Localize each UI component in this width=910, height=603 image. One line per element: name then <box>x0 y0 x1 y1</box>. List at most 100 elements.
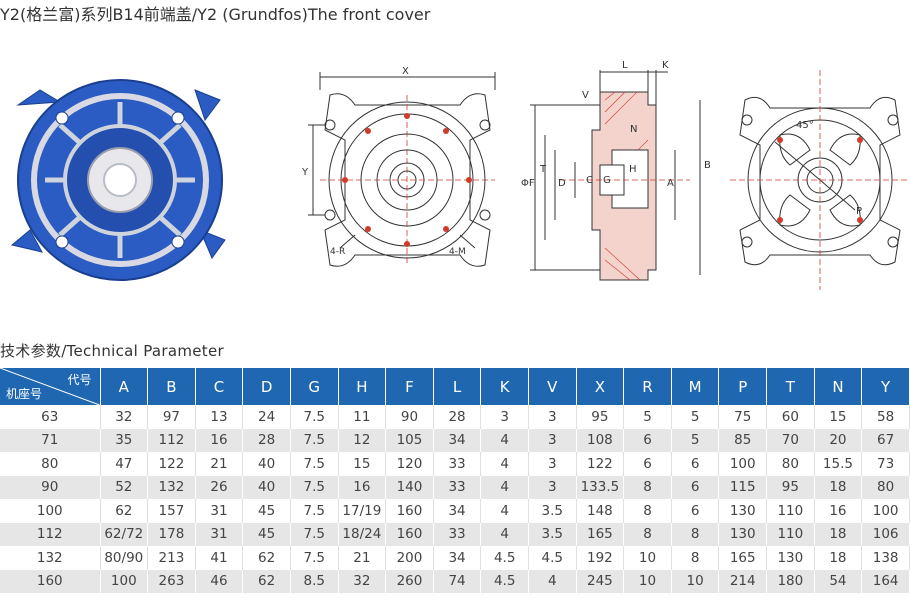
table-cell: 46 <box>195 569 244 593</box>
table-cell: 3 <box>528 475 577 499</box>
column-header: F <box>385 368 434 405</box>
table-cell: 133.5 <box>576 475 625 499</box>
table-cell: 26 <box>195 475 244 499</box>
table-cell: 8 <box>671 522 720 546</box>
table-cell: 4 <box>480 475 529 499</box>
table-cell: 60 <box>766 405 815 429</box>
back-view-centerlines <box>730 70 910 290</box>
table-cell: 157 <box>147 499 196 523</box>
table-cell: 34 <box>433 499 482 523</box>
table-cell: 10 <box>623 569 672 593</box>
back-label-p: P <box>856 206 862 217</box>
table-cell: 31 <box>195 499 244 523</box>
table-cell: 4 <box>480 499 529 523</box>
table-cell: 62 <box>242 569 291 593</box>
table-cell: 3 <box>528 405 577 429</box>
table-cell: 18 <box>814 522 863 546</box>
table-cell: 3 <box>480 405 529 429</box>
table-cell: 214 <box>718 569 768 593</box>
table-cell: 45 <box>242 522 291 546</box>
column-header: R <box>623 368 672 405</box>
front-label-4m: 4-M <box>449 247 466 257</box>
table-cell: 41 <box>195 546 244 570</box>
table-cell: 34 <box>433 428 482 452</box>
side-label-a: A <box>667 178 674 189</box>
table-cell: 6 <box>671 452 720 476</box>
back-view-holes <box>777 137 863 223</box>
table-cell: 62 <box>242 546 291 570</box>
column-header: L <box>433 368 482 405</box>
table-cell: 33 <box>433 522 482 546</box>
side-label-l: L <box>622 60 628 71</box>
side-label-v: V <box>582 90 589 101</box>
table-cell: 245 <box>576 569 625 593</box>
front-view-centerlines <box>320 95 495 265</box>
table-cell: 3.5 <box>528 522 577 546</box>
table-cell: 6 <box>671 475 720 499</box>
table-cell: 47 <box>100 452 149 476</box>
table-cell: 4 <box>528 569 577 593</box>
table-cell: 34 <box>433 546 482 570</box>
column-header: T <box>766 368 815 405</box>
table-cell: 95 <box>766 475 815 499</box>
table-cell: 4.5 <box>480 569 529 593</box>
table-cell: 120 <box>385 452 434 476</box>
column-header: P <box>718 368 768 405</box>
table-cell: 54 <box>814 569 863 593</box>
table-cell: 18 <box>814 475 863 499</box>
table-cell: 40 <box>242 475 291 499</box>
frame-size-cell: 80 <box>0 452 101 476</box>
table-corner-cell: 代号 机座号 <box>0 368 101 405</box>
table-cell: 11 <box>338 405 387 429</box>
table-cell: 10 <box>623 546 672 570</box>
table-cell: 32 <box>100 405 149 429</box>
table-cell: 6 <box>623 452 672 476</box>
frame-size-cell: 132 <box>0 546 101 570</box>
table-cell: 260 <box>385 569 434 593</box>
table-cell: 5 <box>623 405 672 429</box>
table-cell: 7.5 <box>290 546 339 570</box>
table-cell: 28 <box>242 428 291 452</box>
table-cell: 80/90 <box>100 546 149 570</box>
column-header: A <box>100 368 149 405</box>
table-cell: 90 <box>385 405 434 429</box>
table-cell: 20 <box>814 428 863 452</box>
table-cell: 200 <box>385 546 434 570</box>
table-cell: 16 <box>338 475 387 499</box>
page-title: Y2(格兰富)系列B14前端盖/Y2 (Grundfos)The front c… <box>0 5 431 24</box>
table-cell: 6 <box>623 428 672 452</box>
column-header: H <box>338 368 387 405</box>
table-cell: 33 <box>433 452 482 476</box>
table-cell: 31 <box>195 522 244 546</box>
table-cell: 73 <box>861 452 910 476</box>
column-header: V <box>528 368 577 405</box>
table-cell: 178 <box>147 522 196 546</box>
column-header: C <box>195 368 244 405</box>
table-cell: 18 <box>814 546 863 570</box>
table-cell: 180 <box>766 569 815 593</box>
frame-size-cell: 63 <box>0 405 101 429</box>
table-cell: 130 <box>718 499 768 523</box>
table-cell: 12 <box>338 428 387 452</box>
side-label-h: H <box>629 164 637 175</box>
frame-size-cell: 160 <box>0 569 101 593</box>
table-cell: 7.5 <box>290 475 339 499</box>
front-label-y: Y <box>301 167 309 178</box>
column-header: K <box>480 368 529 405</box>
table-cell: 165 <box>718 546 768 570</box>
column-header: M <box>671 368 720 405</box>
table-cell: 21 <box>195 452 244 476</box>
table-cell: 70 <box>766 428 815 452</box>
table-cell: 8 <box>623 522 672 546</box>
table-cell: 7.5 <box>290 452 339 476</box>
figures-area: X Y 4-R 4-M L K V N T ΦF <box>10 60 910 290</box>
front-view-holes <box>342 113 472 247</box>
table-cell: 4 <box>480 452 529 476</box>
frame-size-cell: 100 <box>0 499 101 523</box>
